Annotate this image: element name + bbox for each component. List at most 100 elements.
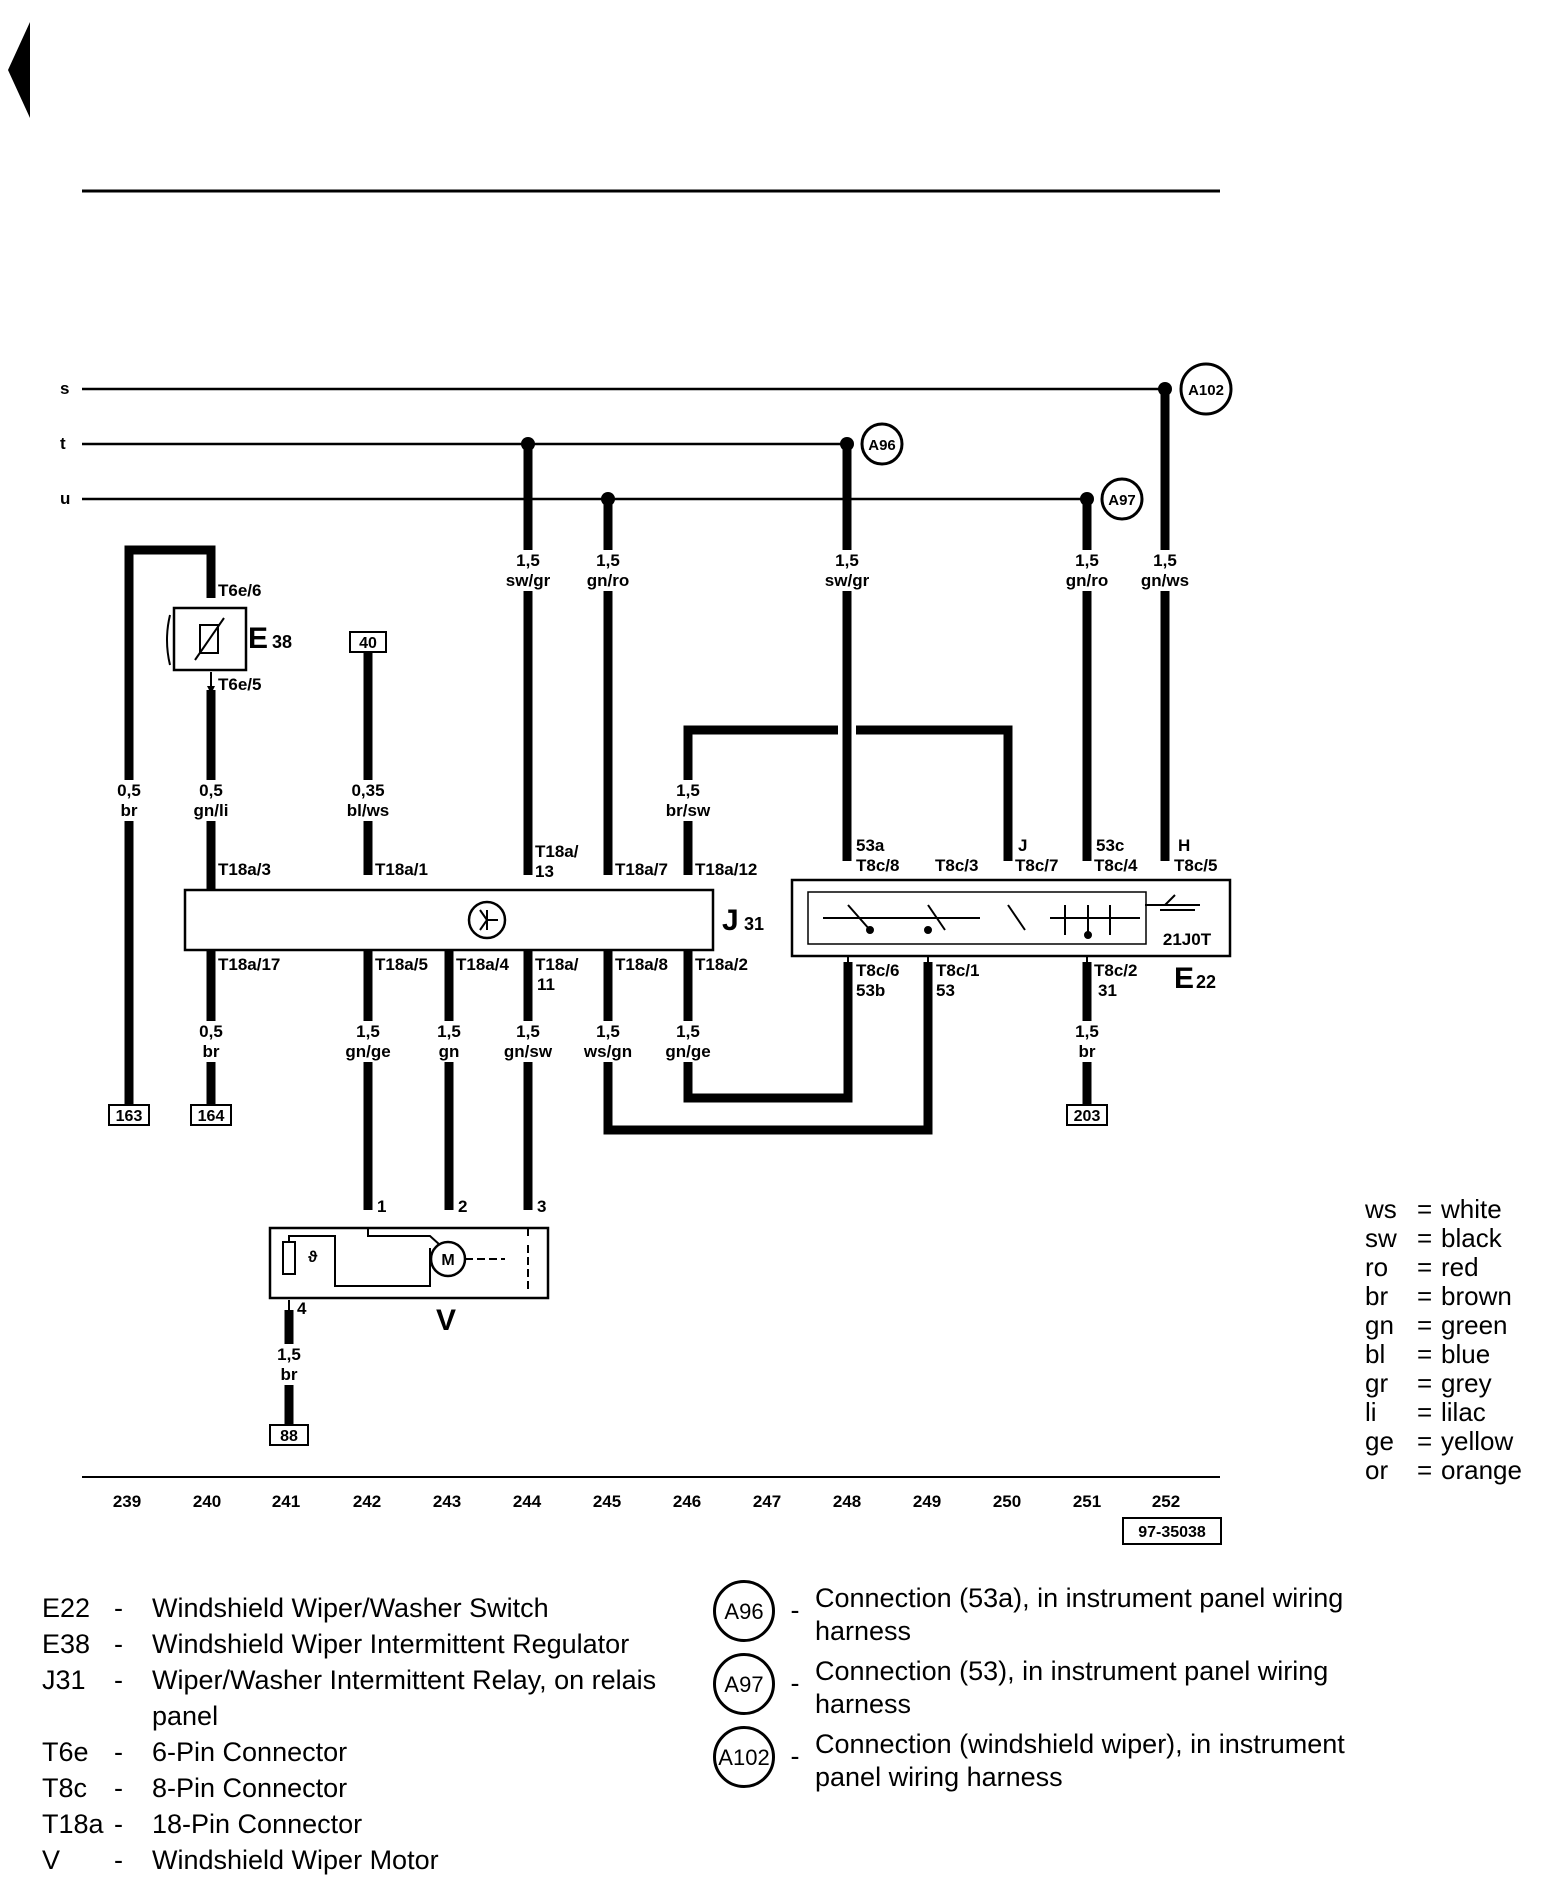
pin-label: 53: [936, 981, 955, 1000]
track-number: 251: [1073, 1492, 1101, 1511]
label-gap: [434, 1021, 464, 1042]
label-gap: [593, 1021, 623, 1042]
pin-label: 4: [297, 1299, 307, 1318]
pin-label: T8c/3: [935, 856, 978, 875]
wire-label: br/sw: [666, 801, 711, 820]
label-gap: [513, 1021, 543, 1042]
legend-row: sw=black: [1365, 1223, 1502, 1253]
connection-badge: A96: [713, 1580, 775, 1642]
pin-label: T18a/8: [615, 955, 668, 974]
pin-label: T8c/7: [1015, 856, 1058, 875]
legend-row: bl=blue: [1365, 1339, 1491, 1369]
ref-box-163[interactable]: 163: [108, 1104, 150, 1126]
j31-relay[interactable]: J 31: [183, 888, 764, 952]
wire-labels: 0,5 br 0,5 gn/li 0,35 bl/ws 1,5 sw/gr 1,…: [117, 551, 1189, 1384]
track-number: 246: [673, 1492, 701, 1511]
label-gap: [500, 1041, 556, 1062]
back-arrow-icon[interactable]: [8, 22, 30, 118]
wire-label: 0,5: [117, 781, 141, 800]
pin-label: T18a/4: [456, 955, 509, 974]
wire-label: br: [1079, 1042, 1096, 1061]
label-gap: [1137, 570, 1193, 591]
label-gap: [274, 1344, 304, 1365]
e38-regulator[interactable]: E 38: [166, 606, 292, 672]
wire-label: sw/gr: [825, 571, 870, 590]
svg-text:A96: A96: [868, 437, 896, 454]
wire-label: gn/sw: [504, 1042, 553, 1061]
component-row: T18a-18-Pin Connector: [42, 1809, 363, 1839]
legend-row: or=orange: [1365, 1455, 1522, 1485]
rail-s-label: s: [60, 379, 69, 398]
component-row: E22-Windshield Wiper/Washer Switch: [42, 1593, 549, 1623]
track-number: 239: [113, 1492, 141, 1511]
ref-box-40[interactable]: 40: [349, 631, 387, 653]
connection-a102[interactable]: A102: [1179, 362, 1233, 416]
drawing-number: 97-35038: [1122, 1517, 1222, 1545]
label-gap: [117, 800, 141, 821]
ref-box-164[interactable]: 164: [190, 1104, 232, 1126]
svg-text:A97: A97: [1108, 492, 1136, 509]
label-gap: [348, 780, 388, 801]
wire-label: br: [281, 1365, 298, 1384]
pin-label: T8c/8: [856, 856, 899, 875]
svg-text:22: 22: [1196, 972, 1216, 992]
wire-label: 1,5: [1075, 551, 1099, 570]
svg-text:E: E: [248, 622, 268, 655]
track-number: 250: [993, 1492, 1021, 1511]
pin-label: T6e/5: [218, 675, 261, 694]
wire-label: gn/li: [194, 801, 229, 820]
connection-row: A96 - Connection (53a), in instrument pa…: [713, 1580, 1395, 1648]
connection-a97[interactable]: A97: [1100, 477, 1144, 521]
label-gap: [1072, 1021, 1102, 1042]
ref-box-203[interactable]: 203: [1066, 1104, 1108, 1126]
connection-badge: A102: [713, 1726, 775, 1788]
track-number: 243: [433, 1492, 461, 1511]
connection-a96[interactable]: A96: [860, 422, 904, 466]
label-gap: [673, 780, 703, 801]
wire-label: 0,5: [199, 781, 223, 800]
e22-switch[interactable]: 21J0T E 22: [790, 878, 1232, 995]
pin-label: T18a/3: [218, 860, 271, 879]
pin-label: T18a/17: [218, 955, 280, 974]
pin-label: J: [1018, 836, 1027, 855]
pin-label: 11: [537, 975, 555, 994]
label-gap: [673, 1021, 703, 1042]
track-number: 242: [353, 1492, 381, 1511]
wiring-diagram: s t u A102 A96 A97: [60, 189, 1233, 1545]
label-gaps: [114, 550, 1193, 1385]
wire-label: br: [121, 801, 138, 820]
wire-label: sw/gr: [506, 571, 551, 590]
ref-box-88[interactable]: 88: [269, 1424, 309, 1446]
pin-label: 3: [537, 1197, 546, 1216]
track-number: 245: [593, 1492, 621, 1511]
pin-label: T18a/5: [375, 955, 428, 974]
svg-text:97-35038: 97-35038: [1138, 1524, 1206, 1541]
wire-label: 1,5: [676, 1022, 700, 1041]
label-gap: [583, 570, 633, 591]
track-number: 247: [753, 1492, 781, 1511]
label-gap: [502, 570, 554, 591]
label-gap: [196, 780, 226, 801]
legend-row: br=brown: [1365, 1281, 1512, 1311]
svg-text:ϑ: ϑ: [308, 1249, 318, 1266]
track-number: 241: [272, 1492, 300, 1511]
wiper-motor-v[interactable]: ϑ M V: [268, 1226, 550, 1337]
label-gap: [342, 1041, 394, 1062]
rail-t-label: t: [60, 434, 66, 453]
pin-labels: T6e/6 T6e/5 T18a/3 T18a/1 T18a/ 13 T18a/…: [218, 581, 1217, 1318]
track-numbers: 239 240 241 242 243 244 245 246 247 248 …: [113, 1492, 1180, 1511]
label-gap: [114, 780, 144, 801]
pin-label: T8c/2: [1094, 961, 1137, 980]
label-gap: [662, 800, 714, 821]
pin-label: 2: [458, 1197, 467, 1216]
track-number: 240: [193, 1492, 221, 1511]
label-gap: [579, 1041, 636, 1062]
legend-row: li=lilac: [1365, 1397, 1486, 1427]
rail-s: s: [60, 379, 1165, 398]
wire-label: 1,5: [835, 551, 859, 570]
wire-label: gn: [439, 1042, 460, 1061]
svg-text:J: J: [722, 904, 739, 937]
label-gap: [190, 800, 232, 821]
wire-label: gn/ge: [345, 1042, 390, 1061]
svg-text:88: 88: [280, 1428, 298, 1445]
